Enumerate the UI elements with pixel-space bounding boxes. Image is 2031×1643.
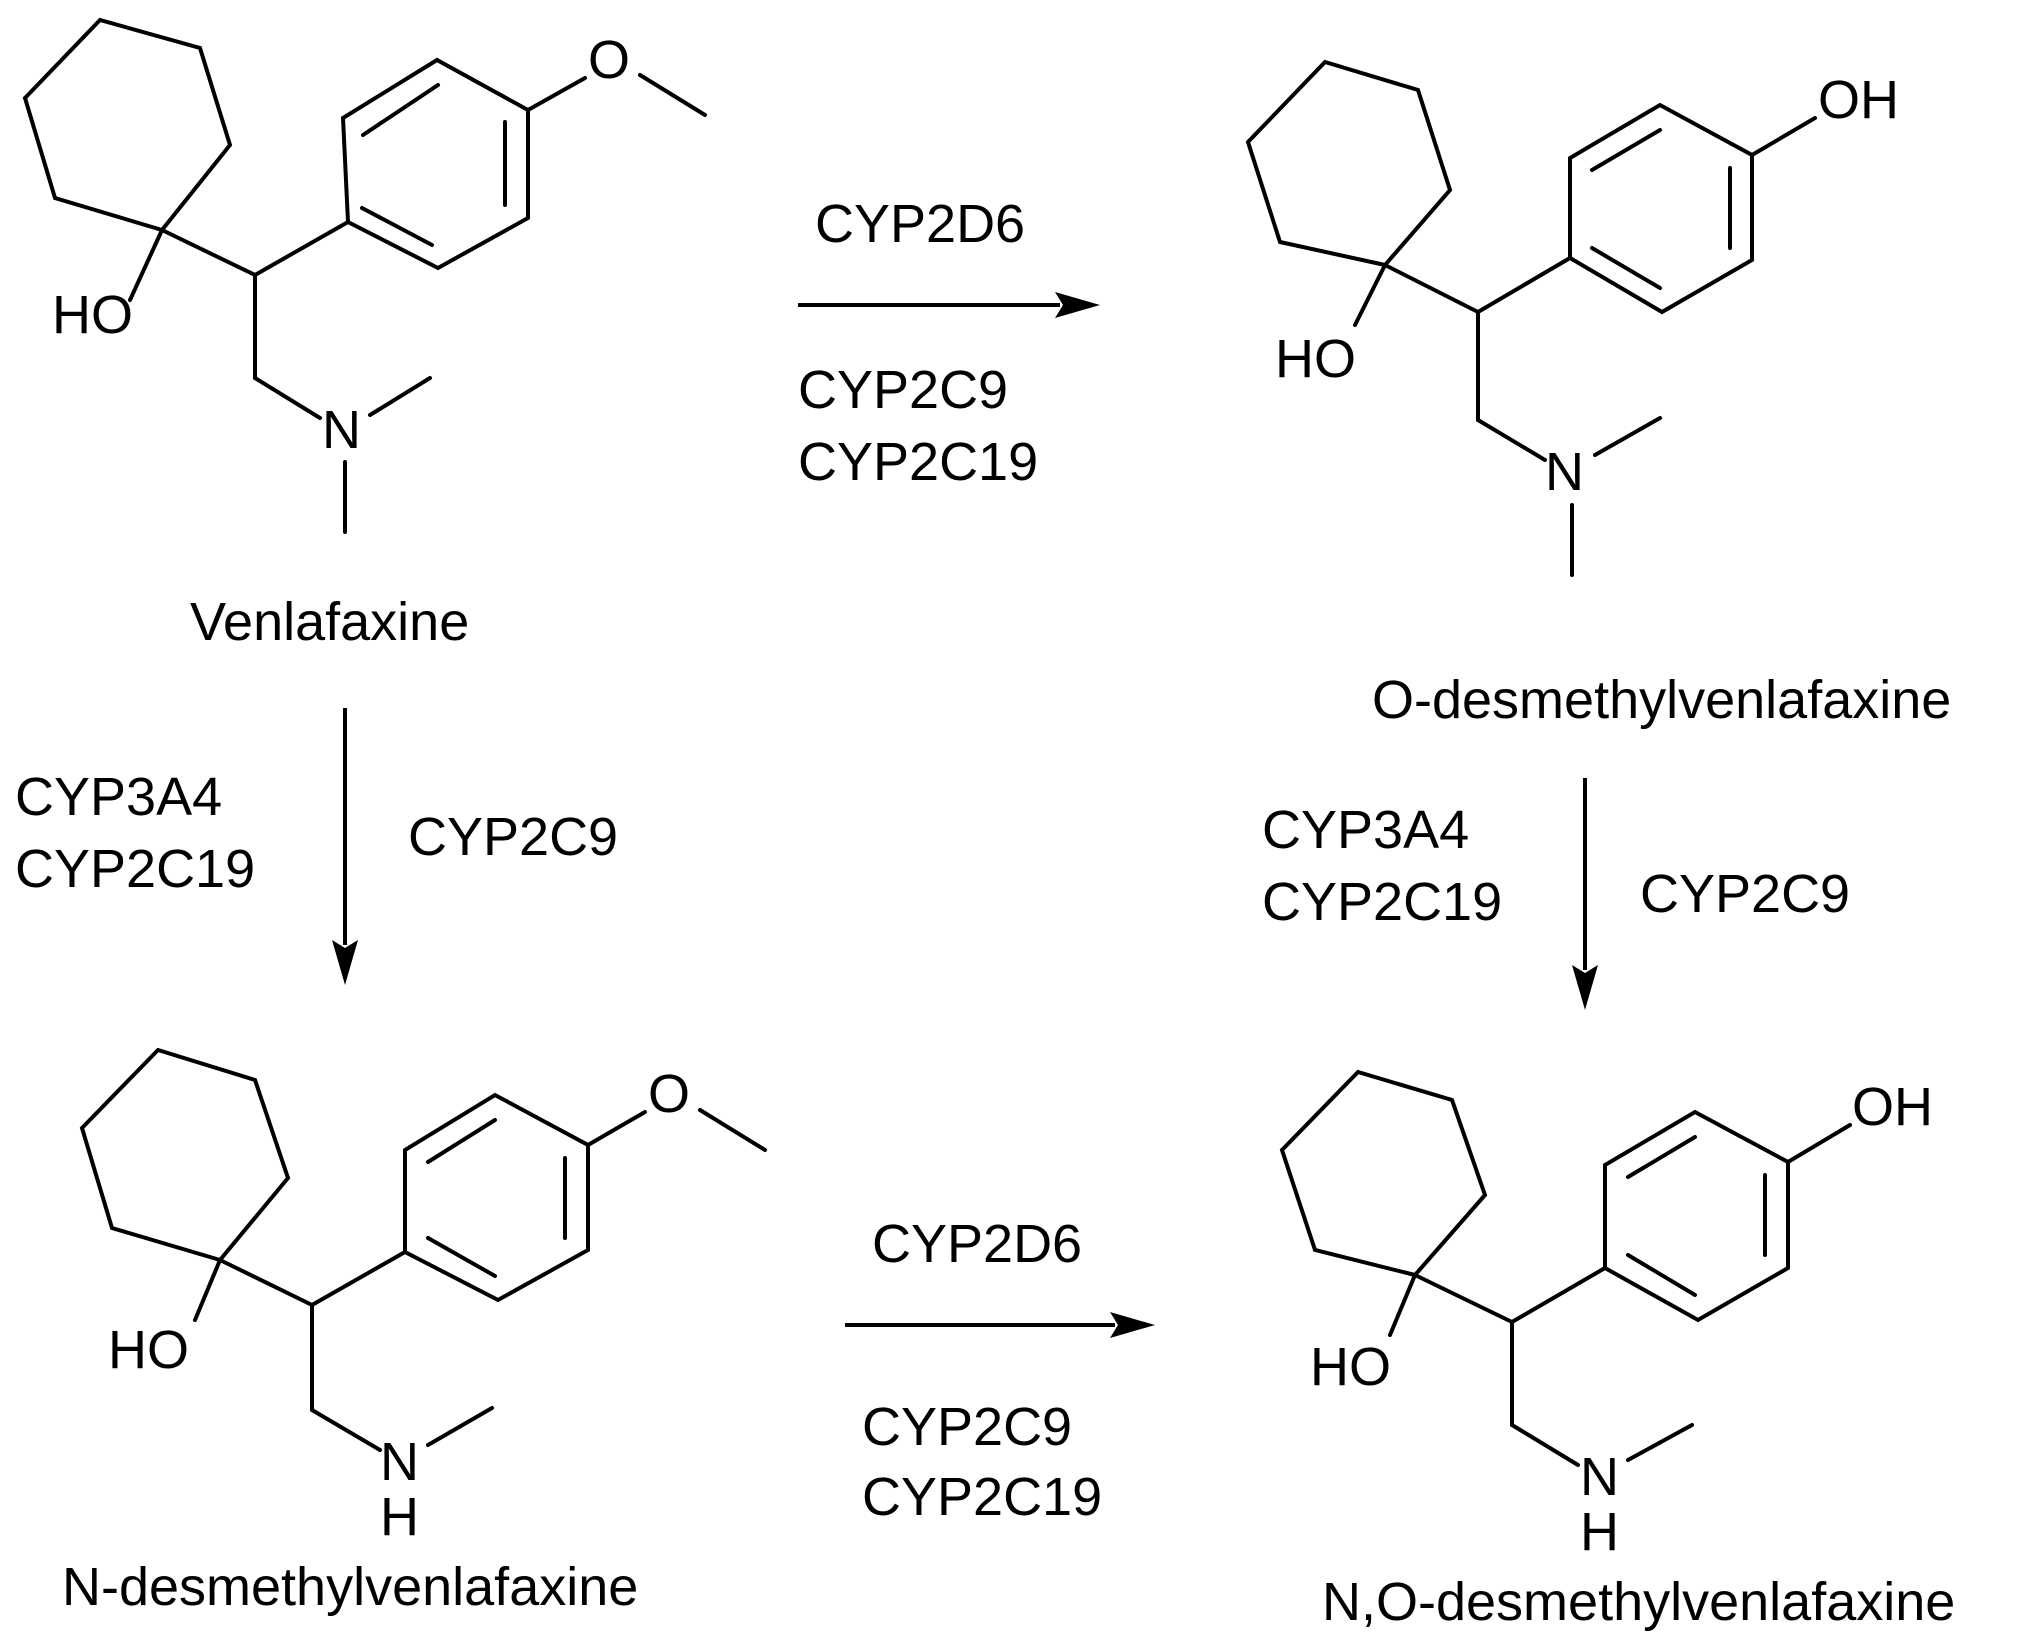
cyclohexane-ring <box>1245 59 1453 267</box>
molecule-o-desmethylvenlafaxine: HO N OH <box>1245 59 1899 577</box>
phenol-oh-label: OH <box>1852 1077 1933 1137</box>
reaction-arrow-bottom <box>845 1312 1155 1338</box>
enzyme-label: CYP2D6 <box>872 1214 1082 1274</box>
reaction-arrow-left <box>332 708 358 985</box>
enzyme-label: CYP2C19 <box>15 839 255 899</box>
reaction-arrow-right <box>1572 778 1598 1010</box>
nitrogen-label: N <box>1580 1447 1619 1507</box>
hydroxyl-label: HO <box>108 1320 189 1380</box>
molecule-no-desmethylvenlafaxine: HO N H OH <box>1279 1069 1933 1562</box>
enzyme-label: CYP2C9 <box>862 1397 1072 1457</box>
enzyme-label: CYP2C9 <box>1640 864 1850 924</box>
enzyme-label: CYP2D6 <box>815 194 1025 254</box>
oxygen-label: O <box>648 1064 690 1124</box>
enzyme-label: CYP3A4 <box>15 767 222 827</box>
cyclohexane-ring <box>22 17 233 232</box>
molecule-n-desmethylvenlafaxine: HO N H O <box>79 1047 767 1547</box>
cyclohexane-ring <box>79 1047 291 1262</box>
molecule-venlafaxine: HO N O <box>22 17 707 534</box>
oxygen-label: O <box>588 30 630 90</box>
reaction-arrow-top <box>798 292 1100 318</box>
hydroxyl-label: HO <box>1310 1337 1391 1397</box>
compound-name-n-desmethylvenlafaxine: N-desmethylvenlafaxine <box>62 1557 638 1617</box>
benzene-ring <box>1603 1109 1790 1323</box>
enzyme-label: CYP2C19 <box>862 1467 1102 1527</box>
compound-name-o-desmethylvenlafaxine: O-desmethylvenlafaxine <box>1372 670 1951 730</box>
nitrogen-label: N <box>1545 442 1584 502</box>
hydroxyl-label: HO <box>52 285 133 345</box>
amine-h-label: H <box>1580 1502 1619 1562</box>
enzyme-label: CYP3A4 <box>1262 800 1469 860</box>
enzyme-label: CYP2C9 <box>408 807 618 867</box>
enzyme-label: CYP2C19 <box>1262 872 1502 932</box>
amine-h-label: H <box>380 1487 419 1547</box>
benzene-ring <box>1568 102 1754 315</box>
nitrogen-label: N <box>322 400 361 460</box>
compound-name-venlafaxine: Venlafaxine <box>190 592 469 652</box>
benzene-ring <box>340 57 530 271</box>
benzene-ring <box>403 1092 590 1303</box>
phenol-oh-label: OH <box>1818 70 1899 130</box>
enzyme-label: CYP2C19 <box>798 432 1038 492</box>
enzyme-label: CYP2C9 <box>798 360 1008 420</box>
compound-name-no-desmethylvenlafaxine: N,O-desmethylvenlafaxine <box>1322 1572 1955 1632</box>
nitrogen-label: N <box>380 1432 419 1492</box>
hydroxyl-label: HO <box>1275 329 1356 389</box>
cyclohexane-ring <box>1279 1069 1488 1277</box>
